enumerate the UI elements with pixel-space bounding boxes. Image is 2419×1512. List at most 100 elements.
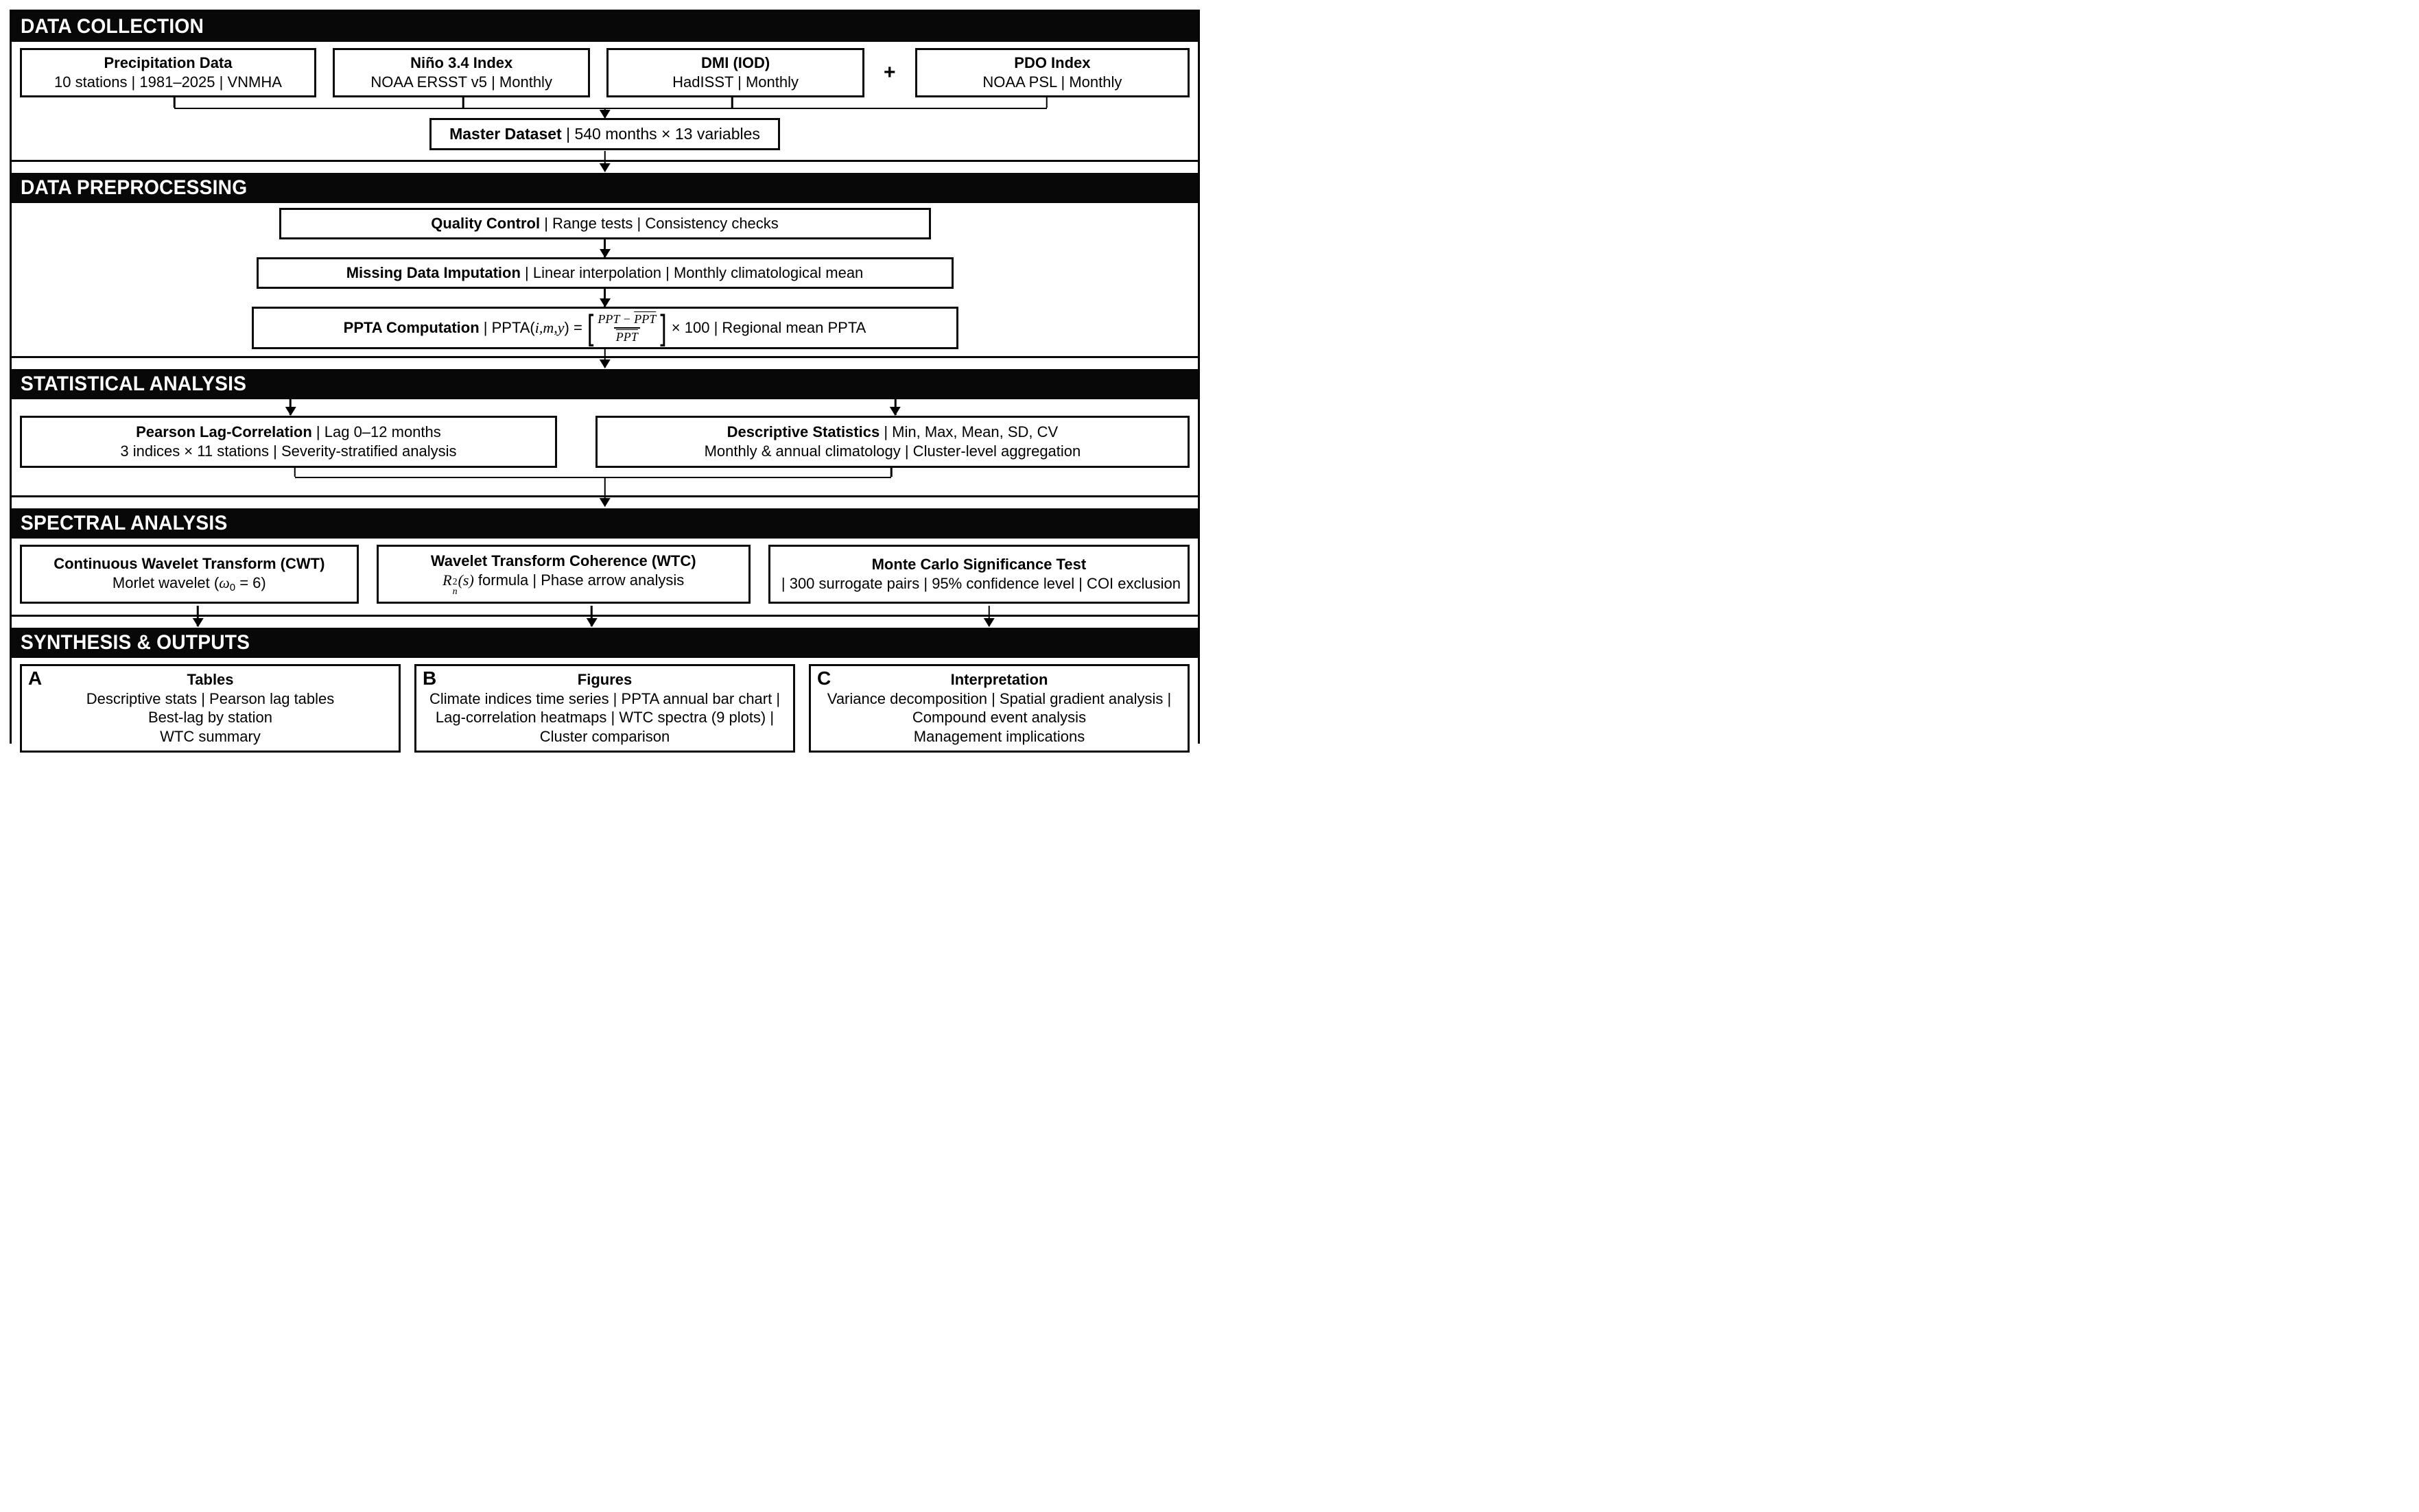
box-line1-rest: | Lag 0–12 months — [311, 423, 441, 440]
box-figures: B Figures Climate indices time series | … — [414, 663, 795, 753]
box-title: Figures — [577, 670, 633, 688]
preprocessing-steps: Quality Control | Range tests | Consiste… — [12, 203, 1198, 356]
box-line: WTC summary — [160, 728, 261, 746]
section-title-spectral-analysis: SPECTRAL ANALYSIS — [21, 511, 228, 534]
box-line: Management implications — [913, 728, 1085, 746]
arrow-down — [604, 288, 606, 307]
box-detail: HadISST | Monthly — [672, 73, 799, 91]
montecarlo-rest: | 300 surrogate pairs | 95% confidence l… — [777, 574, 1181, 592]
formula-times: × 100 — [667, 318, 710, 336]
box-monte-carlo: Monte Carlo Significance Test | 300 surr… — [768, 544, 1190, 604]
section-header-spectral-analysis: SPECTRAL ANALYSIS — [12, 508, 1198, 539]
flowchart-figure: DATA COLLECTION Precipitation Data 10 st… — [10, 10, 1200, 761]
box-line: Best-lag by station — [148, 709, 272, 727]
box-ppta-computation: PPTA Computation | PPTA(i,m,y) = [PPT − … — [251, 306, 958, 349]
box-cwt: Continuous Wavelet Transform (CWT) Morle… — [20, 544, 359, 604]
box-line1: Descriptive Statistics | Min, Max, Mean,… — [604, 423, 1181, 442]
step-tail: | Regional mean PPTA — [709, 318, 866, 336]
numerator-minus: − — [620, 311, 635, 326]
box-line: Descriptive stats | Pearson lag tables — [86, 689, 335, 707]
box-line: Climate indices time series | PPTA annua… — [429, 689, 781, 746]
box-master-dataset: Master Dataset | 540 months × 13 variabl… — [429, 117, 780, 150]
connector-stub — [731, 97, 733, 108]
step-detail: | Range tests | Consistency checks — [540, 214, 779, 232]
section-data-preprocessing: Quality Control | Range tests | Consiste… — [12, 202, 1198, 368]
step-title: PPTA Computation — [343, 318, 480, 336]
box-title: Descriptive Statistics — [727, 423, 880, 440]
box-pearson-lag-correlation: Pearson Lag-Correlation | Lag 0–12 month… — [20, 415, 557, 468]
box-interpretation: C Interpretation Variance decomposition … — [809, 663, 1190, 753]
cwt-lead: Morlet wavelet ( — [112, 574, 220, 591]
section-title-statistical-analysis: STATISTICAL ANALYSIS — [21, 372, 247, 395]
section-data-collection: Precipitation Data 10 stations | 1981–20… — [12, 42, 1198, 172]
box-line1: Pearson Lag-Correlation | Lag 0–12 month… — [29, 423, 548, 442]
plus-sign: + — [884, 60, 896, 84]
box-tables: A Tables Descriptive stats | Pearson lag… — [20, 663, 401, 753]
section-header-statistical-analysis: STATISTICAL ANALYSIS — [12, 368, 1198, 399]
section-title-data-preprocessing: DATA PREPROCESSING — [21, 176, 248, 199]
sources-merge-connector — [20, 97, 1190, 118]
synthesis-boxes-row: A Tables Descriptive stats | Pearson lag… — [12, 658, 1198, 761]
panel-label-b: B — [423, 667, 437, 689]
formula-args: i,m,y — [534, 318, 565, 336]
section-synthesis-outputs: A Tables Descriptive stats | Pearson lag… — [12, 657, 1198, 761]
arrow-to-master-dataset — [604, 107, 606, 118]
wtc-subscript: n — [452, 586, 458, 597]
box-line2: 3 indices × 11 stations | Severity-strat… — [120, 442, 457, 460]
connector-stub — [173, 97, 176, 108]
box-title: PDO Index — [1014, 54, 1091, 71]
box-detail: NOAA PSL | Monthly — [982, 73, 1122, 91]
box-nino34-index: Niño 3.4 Index NOAA ERSST v5 | Monthly — [332, 48, 591, 97]
box-quality-control: Quality Control | Range tests | Consiste… — [279, 207, 931, 239]
panel-label-c: C — [817, 667, 831, 689]
connector-horizontal-line — [174, 107, 1047, 110]
section-gap — [12, 616, 1198, 628]
fraction-denominator: PPT — [613, 327, 640, 343]
cwt-rest: = 6) — [235, 574, 266, 591]
box-title: DMI (IOD) — [701, 54, 770, 71]
wtc-rest: formula | Phase arrow analysis — [473, 571, 685, 589]
arrow-to-statistical — [604, 346, 606, 368]
omega-symbol: ω — [219, 574, 230, 591]
arrow-to-spectral — [604, 476, 606, 506]
arrow-down — [290, 399, 292, 415]
box-title: Monte Carlo Significance Test — [871, 555, 1087, 573]
box-title: Pearson Lag-Correlation — [136, 423, 312, 440]
box-line2: Monthly & annual climatology | Cluster-l… — [704, 442, 1081, 460]
connector-stub — [890, 467, 893, 477]
master-detail: | 540 months × 13 variables — [561, 124, 760, 143]
box-detail: 10 stations | 1981–2025 | VNMHA — [54, 73, 282, 91]
master-dataset-row: Master Dataset | 540 months × 13 variabl… — [12, 117, 1198, 150]
section-header-data-preprocessing: DATA PREPROCESSING — [12, 172, 1198, 203]
section-statistical-analysis: Pearson Lag-Correlation | Lag 0–12 month… — [12, 399, 1198, 506]
box-title: Continuous Wavelet Transform (CWT) — [54, 554, 325, 572]
box-missing-data-imputation: Missing Data Imputation | Linear interpo… — [256, 257, 954, 289]
step-title: Missing Data Imputation — [346, 263, 521, 281]
section-header-data-collection: DATA COLLECTION — [12, 12, 1198, 42]
wtc-r-symbol: R — [442, 571, 452, 589]
box-precipitation-data: Precipitation Data 10 stations | 1981–20… — [20, 48, 316, 97]
arrow-to-preprocessing — [604, 150, 606, 172]
statistical-branch-arrows — [12, 399, 1198, 416]
arrow-to-synthesis — [197, 605, 199, 626]
box-descriptive-statistics: Descriptive Statistics | Min, Max, Mean,… — [595, 415, 1190, 468]
connector-horizontal-line — [294, 476, 892, 479]
wtc-superscript: 2 — [452, 576, 458, 587]
numerator-ppt-mean: PPT — [634, 311, 657, 326]
box-title: Tables — [187, 670, 234, 688]
source-boxes-row: Precipitation Data 10 stations | 1981–20… — [12, 42, 1198, 97]
step-title: Quality Control — [431, 214, 541, 232]
statistical-boxes-row: Pearson Lag-Correlation | Lag 0–12 month… — [12, 415, 1198, 468]
box-title: Wavelet Transform Coherence (WTC) — [430, 552, 696, 569]
formula-separator: | — [479, 318, 492, 336]
box-title: Precipitation Data — [104, 54, 233, 71]
arrow-to-synthesis — [591, 605, 593, 626]
numerator-ppt: PPT — [598, 311, 620, 326]
formula-func: PPTA( — [491, 318, 535, 336]
section-header-synthesis-outputs: SYNTHESIS & OUTPUTS — [12, 627, 1198, 658]
spectral-boxes-row: Continuous Wavelet Transform (CWT) Morle… — [12, 539, 1198, 604]
connector-stub — [294, 467, 296, 477]
